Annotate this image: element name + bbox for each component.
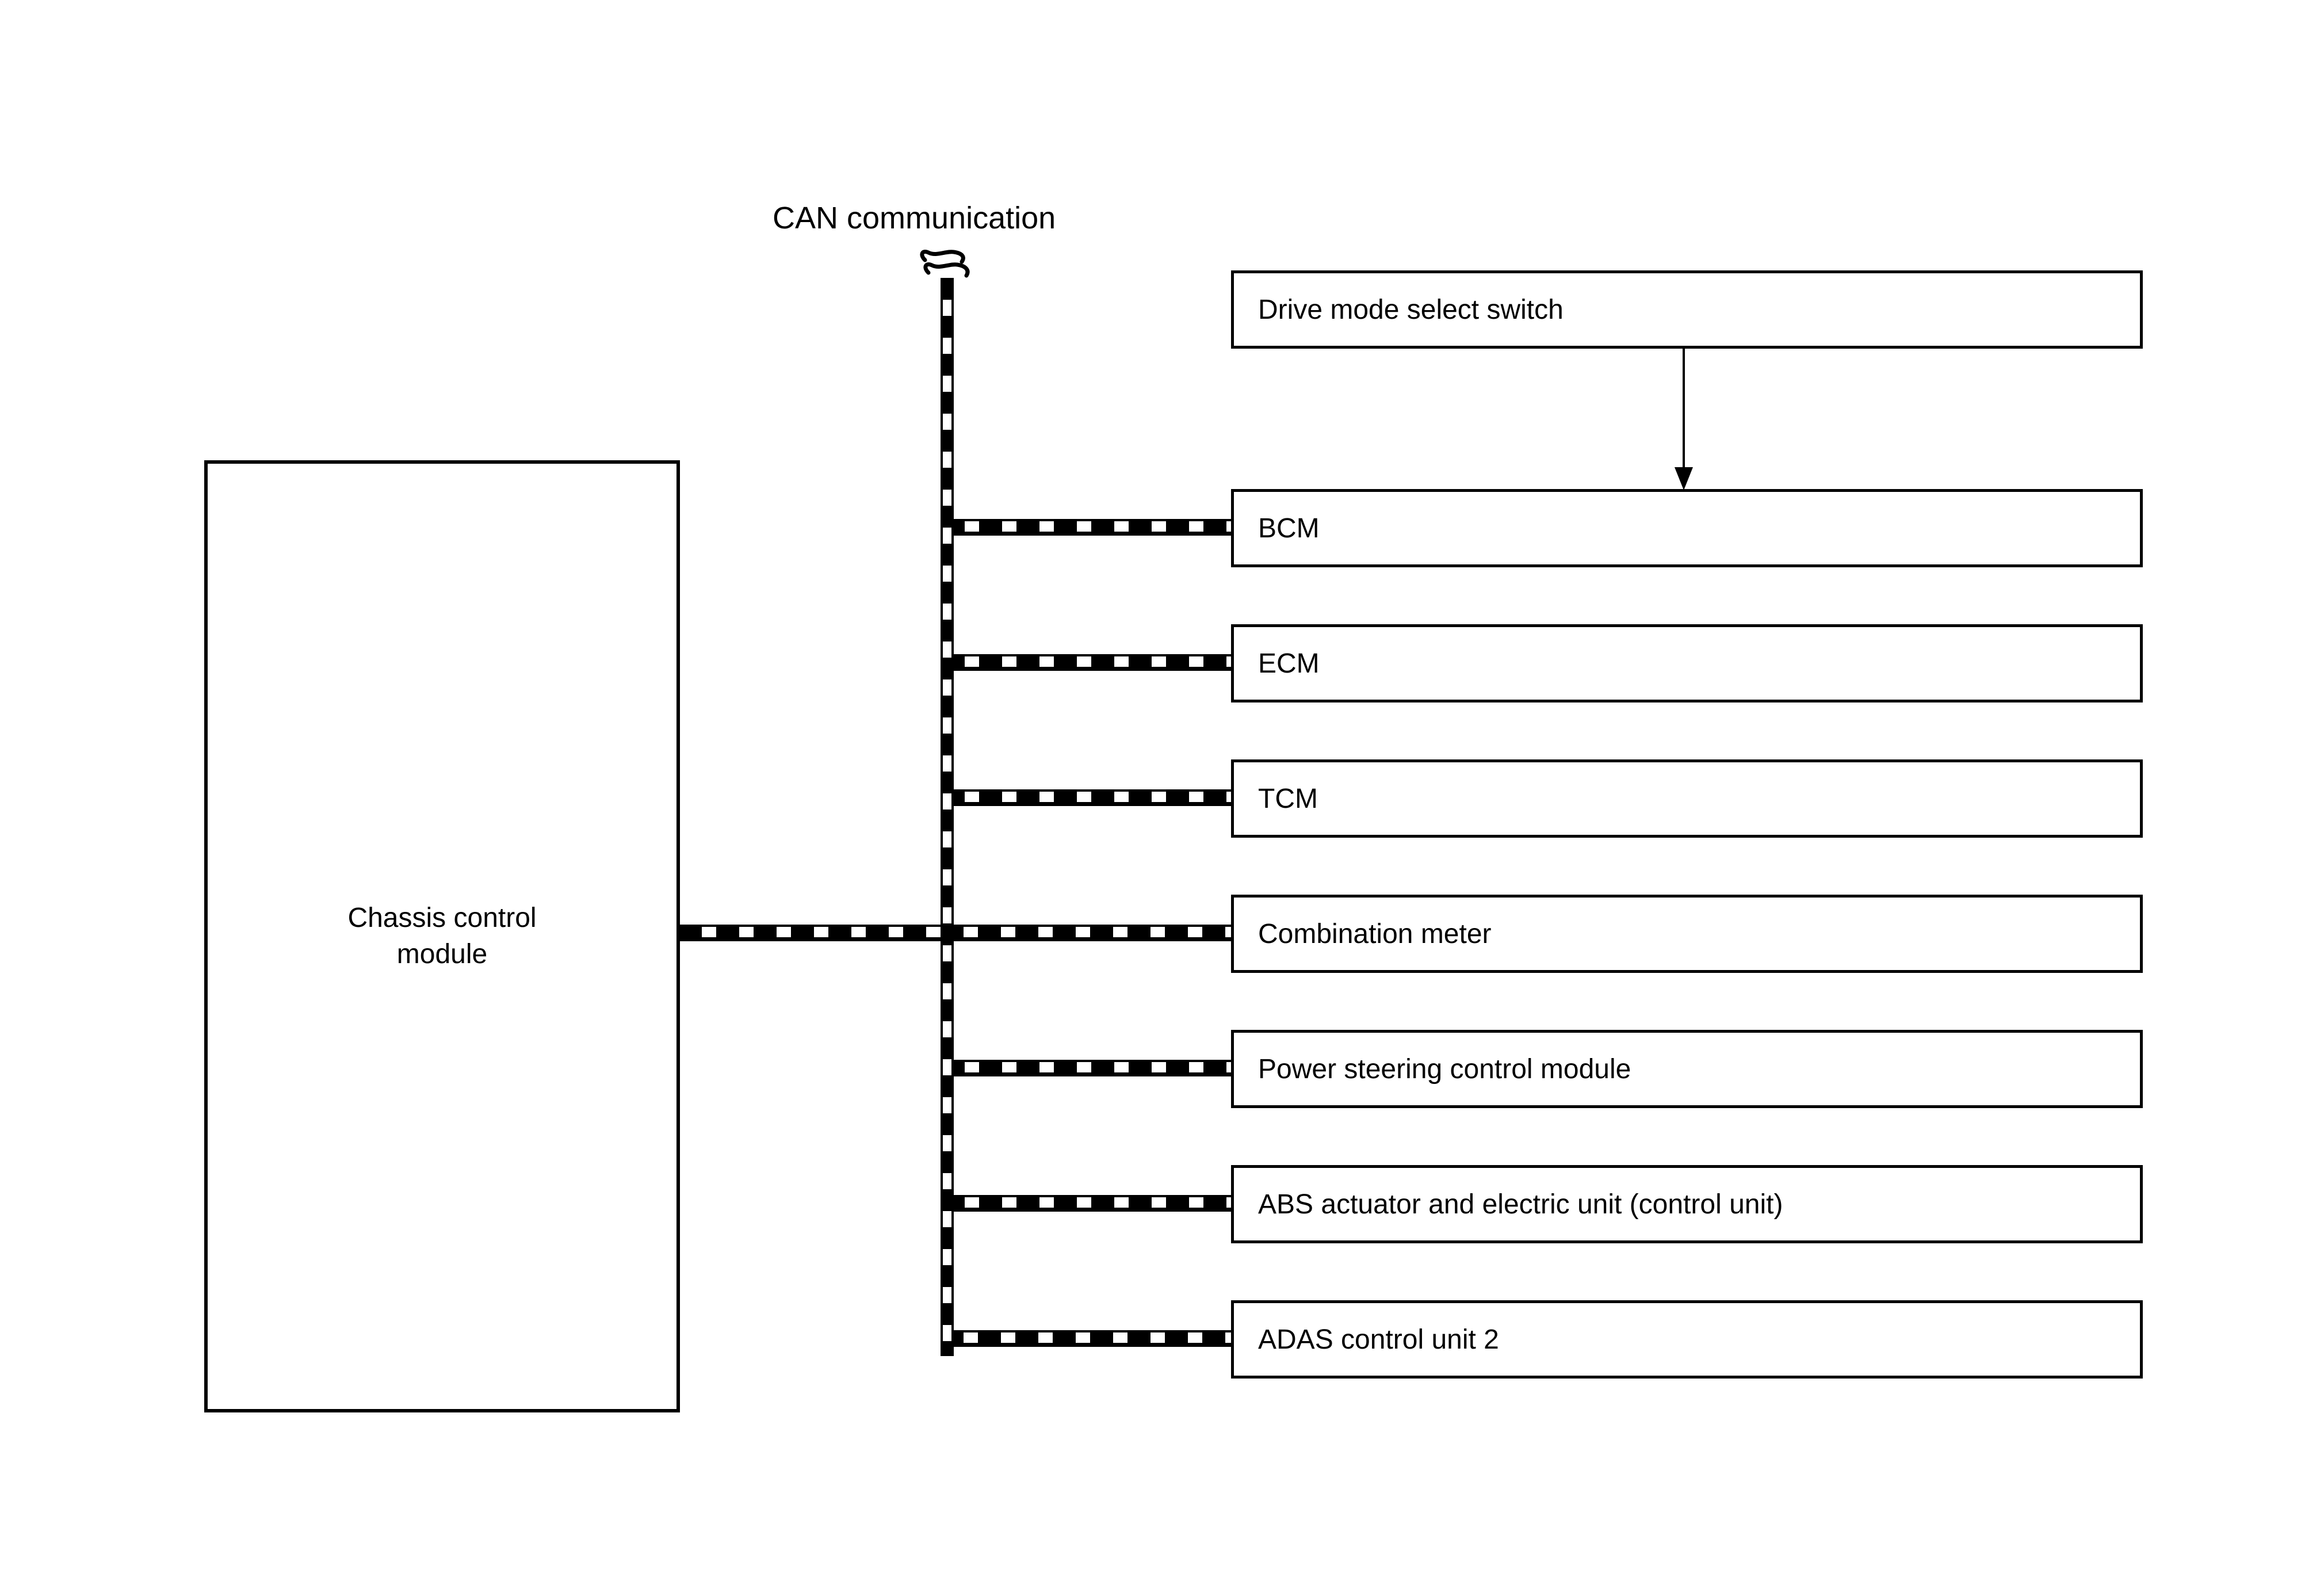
combination-meter-label: Combination meter	[1258, 918, 1492, 949]
chassis-control-module-label-line1: Chassis control	[347, 903, 537, 934]
power-steering-control-module-box: Power steering control module	[1231, 1030, 2143, 1108]
combination-meter-box: Combination meter	[1231, 895, 2143, 973]
power-steering-control-module-label: Power steering control module	[1258, 1053, 1631, 1085]
can-connector-chassis-to-combination-meter	[679, 925, 1232, 941]
bcm-box: BCM	[1231, 489, 2143, 567]
can-connector-tcm	[942, 789, 1232, 806]
abs-actuator-label: ABS actuator and electric unit (control …	[1258, 1189, 1783, 1220]
adas-control-unit-2-box: ADAS control unit 2	[1231, 1300, 2143, 1379]
can-connector-abs	[942, 1195, 1232, 1212]
drive-mode-select-switch-label: Drive mode select switch	[1258, 294, 1564, 325]
abs-actuator-box: ABS actuator and electric unit (control …	[1231, 1165, 2143, 1243]
ecm-label: ECM	[1258, 648, 1320, 679]
can-bus-line	[941, 278, 954, 1356]
can-communication-label: CAN communication	[773, 201, 1056, 235]
tcm-label: TCM	[1258, 783, 1318, 814]
can-connector-ecm	[942, 654, 1232, 671]
tcm-box: TCM	[1231, 759, 2143, 838]
can-connector-bcm	[942, 519, 1232, 536]
chassis-control-module-box: Chassis control module	[204, 460, 680, 1412]
drive-mode-to-bcm-arrow-line	[1683, 348, 1685, 467]
can-connector-power-steering	[942, 1060, 1232, 1076]
ecm-box: ECM	[1231, 624, 2143, 702]
bcm-label: BCM	[1258, 513, 1320, 544]
line-break-icon	[920, 250, 970, 278]
drive-mode-select-switch-box: Drive mode select switch	[1231, 270, 2143, 349]
drive-mode-to-bcm-arrow-head	[1675, 467, 1693, 490]
adas-control-unit-2-label: ADAS control unit 2	[1258, 1324, 1499, 1355]
can-connector-adas	[941, 1330, 1232, 1347]
chassis-control-module-label-line2: module	[396, 938, 488, 969]
